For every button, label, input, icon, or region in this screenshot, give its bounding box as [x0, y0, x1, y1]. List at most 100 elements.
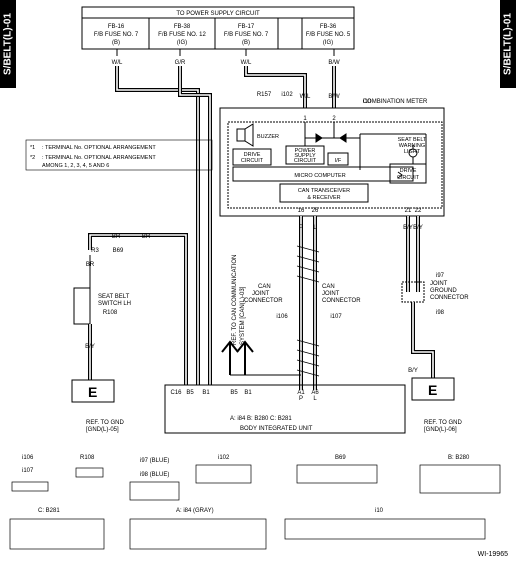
buzzer-label: BUZZER: [257, 134, 279, 140]
gnd-ref: REF. TO GND: [424, 420, 462, 426]
legend-label: R108: [80, 455, 95, 461]
wire-label: B/W: [328, 60, 340, 66]
pin-number: C16: [170, 390, 182, 396]
pin-number: B1: [244, 390, 252, 396]
legend-label: i98 (BLUE): [140, 472, 169, 478]
note-text: : TERMINAL No. OPTIONAL ARRANGEMENT: [42, 155, 156, 161]
can-joint-label: CAN: [322, 284, 335, 290]
drive-label: DRIVE: [400, 168, 417, 174]
fuse-state: (B): [112, 40, 120, 46]
micro-computer: [232, 166, 414, 182]
legend-label: i10: [375, 508, 384, 514]
pin-number: 26: [312, 208, 319, 214]
pin-number: 21: [405, 208, 412, 214]
note-mark: *2: [30, 155, 35, 161]
meter-id: i10: [363, 99, 372, 105]
seat-belt-label: SEAT BELT: [398, 137, 427, 143]
gnd-ref: REF. TO GND: [86, 420, 124, 426]
meter-title: COMBINATION METER: [363, 99, 428, 105]
can-transceiver-label: CAN TRANSCEIVER: [298, 188, 350, 194]
fuse-state: (IG): [323, 40, 333, 46]
seat-belt-switch-box: [73, 287, 91, 325]
connector-label: R3: [91, 248, 99, 254]
note-mark: *1: [30, 145, 35, 151]
wire-label: B/Y: [403, 225, 413, 231]
wire-label: BR: [112, 234, 121, 240]
fuse-state: (IG): [177, 40, 187, 46]
fuse-fb: FB-36: [320, 24, 337, 30]
pin-number: 16: [298, 208, 305, 214]
wire-label: G/R: [175, 60, 186, 66]
wire-label: B/W: [328, 94, 340, 100]
fuse-state: (B): [242, 40, 250, 46]
pin-number: B5: [186, 390, 194, 396]
power-supply-title: TO POWER SUPPLY CIRCUIT: [176, 11, 260, 17]
light-label: LIGHT: [404, 149, 421, 155]
legend-label: B: B280: [448, 455, 470, 461]
connector-label: B69: [113, 248, 124, 254]
legend-label: i97 (BLUE): [140, 458, 169, 464]
fuse-name: F/B FUSE NO. 7: [224, 32, 269, 38]
pin-number: B5: [230, 390, 238, 396]
if-label: I/F: [335, 158, 342, 164]
circuit-label: CIRCUIT: [397, 175, 420, 181]
joint-label: JOINT: [322, 291, 340, 297]
supply-label: SUPPLY: [294, 153, 316, 159]
fuse-fb: FB-16: [108, 24, 125, 30]
wire-label: L: [313, 396, 317, 402]
legend-label: i107: [22, 468, 34, 474]
fuse-name: F/B FUSE NO. 5: [306, 32, 351, 38]
can-ref: REF. TO CAN COMMUNICATION: [232, 255, 238, 345]
biu-connectors: A: i84 B: B280 C: B281: [230, 416, 292, 422]
drive-label: DRIVE: [244, 152, 261, 158]
legend-label: A: i84 (GRAY): [176, 508, 214, 514]
pin-number: B1: [202, 390, 210, 396]
pin-number: A1: [297, 390, 305, 396]
connector-word: CONNECTOR: [322, 298, 361, 304]
drive-circuit-right: [389, 163, 427, 184]
body-integrated-unit-box: [164, 384, 406, 434]
connector-label: i98: [436, 310, 445, 316]
circuit-label: CIRCUIT: [241, 158, 264, 164]
joint-label: JOINT: [430, 281, 448, 287]
ground-e: E: [428, 382, 437, 398]
note-text: AMONG 1, 2, 3, 4, 5 AND 6: [42, 163, 109, 169]
pin-number: A6: [311, 390, 319, 396]
combination-meter-box: [219, 107, 445, 217]
connector-label: R157: [257, 92, 272, 98]
connector-word: CONNECTOR: [244, 298, 283, 304]
document-id: WI-19965: [477, 551, 508, 558]
note-text: : TERMINAL No. OPTIONAL ARRANGEMENT: [42, 145, 156, 151]
can-transceiver: [279, 183, 369, 203]
legend-label: B69: [335, 455, 346, 461]
wire-label: B/Y: [413, 225, 423, 231]
legend-label: i106: [22, 455, 34, 461]
pin-number: 1: [303, 116, 307, 122]
wire-label: BR: [142, 234, 151, 240]
fuse-name: F/B FUSE NO. 12: [158, 32, 206, 38]
wire-label: W/L: [300, 94, 311, 100]
wire-label: W/L: [241, 60, 252, 66]
fuse-name: F/B FUSE NO. 7: [94, 32, 139, 38]
connector-label: i106: [276, 314, 288, 320]
wire-label: L: [313, 225, 317, 231]
power-label: POWER: [295, 148, 316, 154]
connector-label: R108: [103, 310, 118, 316]
legend-label: i102: [218, 455, 230, 461]
gnd-ref: [GND(L)-06]: [424, 427, 457, 433]
gnd-ref: [GND(L)-05]: [86, 427, 119, 433]
micro-computer-label: MICRO COMPUTER: [294, 173, 345, 179]
joint-label: JOINT: [252, 291, 270, 297]
switch-label: SWITCH LH: [98, 301, 131, 307]
connector-label: i97: [436, 273, 445, 279]
warning-label: WARNING: [399, 143, 425, 149]
fuse-fb: FB-38: [174, 24, 191, 30]
can-joint-label: CAN: [258, 284, 271, 290]
wire-label: B/Y: [85, 344, 95, 350]
power-supply-box: [81, 6, 355, 50]
can-ref: SYSTEM [CAN(L)-03]: [240, 286, 246, 345]
circuit-label: CIRCUIT: [294, 158, 317, 164]
connector-label: i102: [281, 92, 293, 98]
receiver-label: & RECEIVER: [307, 195, 340, 201]
